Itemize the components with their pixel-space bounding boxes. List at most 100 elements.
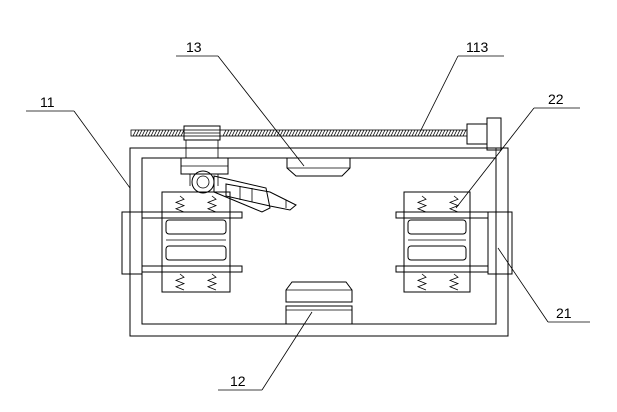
thread-stroke: [423, 129, 428, 137]
tool-arm: [180, 157, 297, 213]
thread-stroke: [372, 129, 377, 137]
thread-stroke: [351, 129, 356, 137]
thread-stroke: [420, 129, 425, 137]
thread-stroke: [447, 129, 452, 137]
thread-stroke: [381, 129, 386, 137]
thread-stroke: [138, 129, 143, 137]
thread-stroke: [258, 129, 263, 137]
thread-stroke: [309, 129, 314, 137]
thread-stroke: [342, 129, 347, 137]
thread-stroke: [438, 129, 443, 137]
thread-stroke: [222, 129, 227, 137]
thread-stroke: [270, 129, 275, 137]
thread-stroke: [462, 129, 467, 137]
thread-stroke: [174, 129, 179, 137]
left-clamp-assembly: [121, 191, 243, 293]
spring-icon: [174, 273, 186, 291]
spring-icon: [416, 195, 428, 213]
thread-stroke: [243, 129, 248, 137]
callouts: 11 13 113 22 21 12: [26, 39, 590, 391]
thread-stroke: [450, 129, 455, 137]
thread-stroke: [264, 129, 269, 137]
springs: [174, 195, 460, 291]
spring-icon: [416, 273, 428, 291]
thread-stroke: [321, 129, 326, 137]
thread-stroke: [288, 129, 293, 137]
spring-icon: [206, 195, 218, 213]
thread-stroke: [414, 129, 419, 137]
thread-stroke: [384, 129, 389, 137]
thread-stroke: [411, 129, 416, 137]
thread-stroke: [360, 129, 365, 137]
label-12: 12: [230, 373, 246, 389]
right-clamp-assembly: [395, 191, 513, 293]
thread-stroke: [357, 129, 362, 137]
thread-stroke: [144, 129, 149, 137]
thread-stroke: [177, 129, 182, 137]
thread-stroke: [135, 129, 140, 137]
thread-stroke: [396, 129, 401, 137]
thread-stroke: [279, 129, 284, 137]
thread-stroke: [297, 129, 302, 137]
spring-icon: [206, 273, 218, 291]
thread-stroke: [363, 129, 368, 137]
bottom-support: [285, 281, 353, 325]
thread-stroke: [408, 129, 413, 137]
thread-stroke: [312, 129, 317, 137]
thread-stroke: [369, 129, 374, 137]
thread-stroke: [150, 129, 155, 137]
thread-stroke: [285, 129, 290, 137]
thread-stroke: [282, 129, 287, 137]
thread-stroke: [444, 129, 449, 137]
thread-stroke: [330, 129, 335, 137]
spring-icon: [448, 195, 460, 213]
thread-stroke: [255, 129, 260, 137]
thread-stroke: [324, 129, 329, 137]
thread-stroke: [225, 129, 230, 137]
lead-screw: [130, 117, 502, 158]
thread-stroke: [399, 129, 404, 137]
thread-stroke: [336, 129, 341, 137]
thread-stroke: [348, 129, 353, 137]
thread-stroke: [171, 129, 176, 137]
thread-stroke: [432, 129, 437, 137]
label-13: 13: [186, 39, 202, 55]
thread-stroke: [147, 129, 152, 137]
thread-stroke: [339, 129, 344, 137]
thread-stroke: [318, 129, 323, 137]
screw-motor: [466, 123, 488, 145]
top-pressing-block: [286, 157, 351, 177]
thread-stroke: [402, 129, 407, 137]
thread-stroke: [231, 129, 236, 137]
thread-stroke: [405, 129, 410, 137]
thread-stroke: [246, 129, 251, 137]
label-21: 21: [556, 305, 572, 321]
thread-stroke: [435, 129, 440, 137]
thread-stroke: [156, 129, 161, 137]
label-11: 11: [40, 94, 55, 110]
thread-stroke: [303, 129, 308, 137]
thread-stroke: [240, 129, 245, 137]
thread-stroke: [327, 129, 332, 137]
thread-stroke: [228, 129, 233, 137]
thread-stroke: [390, 129, 395, 137]
thread-stroke: [291, 129, 296, 137]
thread-stroke: [333, 129, 338, 137]
label-22: 22: [548, 91, 564, 107]
thread-stroke: [354, 129, 359, 137]
thread-stroke: [159, 129, 164, 137]
thread-stroke: [252, 129, 257, 137]
thread-stroke: [267, 129, 272, 137]
thread-stroke: [366, 129, 371, 137]
thread-stroke: [294, 129, 299, 137]
thread-stroke: [456, 129, 461, 137]
thread-stroke: [378, 129, 383, 137]
thread-stroke: [375, 129, 380, 137]
thread-stroke: [459, 129, 464, 137]
thread-stroke: [234, 129, 239, 137]
thread-stroke: [141, 129, 146, 137]
thread-stroke: [306, 129, 311, 137]
thread-stroke: [168, 129, 173, 137]
spring-icon: [448, 273, 460, 291]
